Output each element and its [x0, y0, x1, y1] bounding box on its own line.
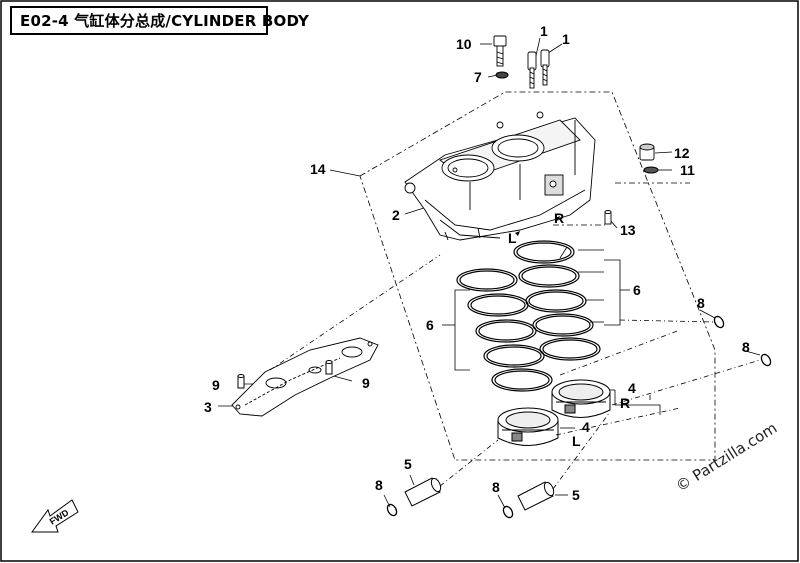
head-gasket	[231, 337, 379, 417]
dash-leaders	[269, 254, 761, 490]
assembly-outline	[359, 91, 716, 461]
callout-10: 10	[456, 36, 472, 52]
callout-L-body: L	[508, 230, 517, 246]
piston-pin-left	[404, 477, 442, 507]
callout-6-left: 6	[426, 317, 434, 333]
callout-11: 11	[680, 162, 695, 178]
callout-4-left: 4	[582, 419, 590, 435]
callout-2: 2	[392, 207, 400, 223]
washer-11	[643, 166, 659, 174]
callout-6-right: 6	[633, 282, 641, 298]
callout-12: 12	[674, 145, 690, 161]
diagram-title: E02-4 气缸体分总成/CYLINDER BODY	[20, 12, 310, 30]
callout-1b: 1	[562, 31, 570, 47]
callout-7: 7	[474, 69, 482, 85]
callout-labels: 1 1 10 7 14 2 R L 12 11 13 6 6 8 8 9 9 3…	[204, 23, 750, 503]
callout-8-right: 8	[742, 339, 750, 355]
clip-8-d	[502, 505, 514, 519]
clip-8-c	[386, 503, 398, 517]
watermark: © Partzilla.com	[673, 419, 781, 496]
dowel-9-left	[237, 374, 245, 389]
clip-8-a	[713, 315, 725, 329]
washer-7	[495, 71, 509, 79]
piston-pin-right	[517, 481, 555, 511]
bolt-10	[493, 35, 507, 67]
callout-5-right: 5	[572, 487, 580, 503]
callout-9-right: 9	[362, 375, 370, 391]
callout-14: 14	[310, 161, 326, 177]
callout-arrowheads	[515, 216, 560, 236]
callout-1a: 1	[540, 23, 548, 39]
callout-3: 3	[204, 399, 212, 415]
callout-4-right: 4	[628, 380, 636, 396]
callout-9-left: 9	[212, 377, 220, 393]
fwd-arrow-icon: FWD	[31, 499, 79, 533]
fitting-12	[639, 143, 655, 161]
callout-13: 13	[620, 222, 636, 238]
callout-R-piston: R	[620, 395, 630, 411]
cylinder-body	[404, 111, 596, 241]
callout-5-left: 5	[404, 456, 412, 472]
piston-right	[551, 379, 611, 418]
leader-lines	[218, 37, 761, 509]
piston-left	[497, 407, 559, 446]
clip-8-b	[760, 353, 772, 367]
callout-8-bottom-right: 8	[492, 479, 500, 495]
diagram-title-box: E02-4 气缸体分总成/CYLINDER BODY	[10, 6, 309, 35]
piston-rings	[456, 240, 601, 392]
callout-8-bottom-left: 8	[375, 477, 383, 493]
callout-L-piston: L	[572, 433, 581, 449]
dowel-9-right	[325, 360, 333, 375]
dowel-13	[604, 210, 612, 225]
callout-8-upper: 8	[697, 295, 705, 311]
head-bolts	[527, 49, 550, 89]
